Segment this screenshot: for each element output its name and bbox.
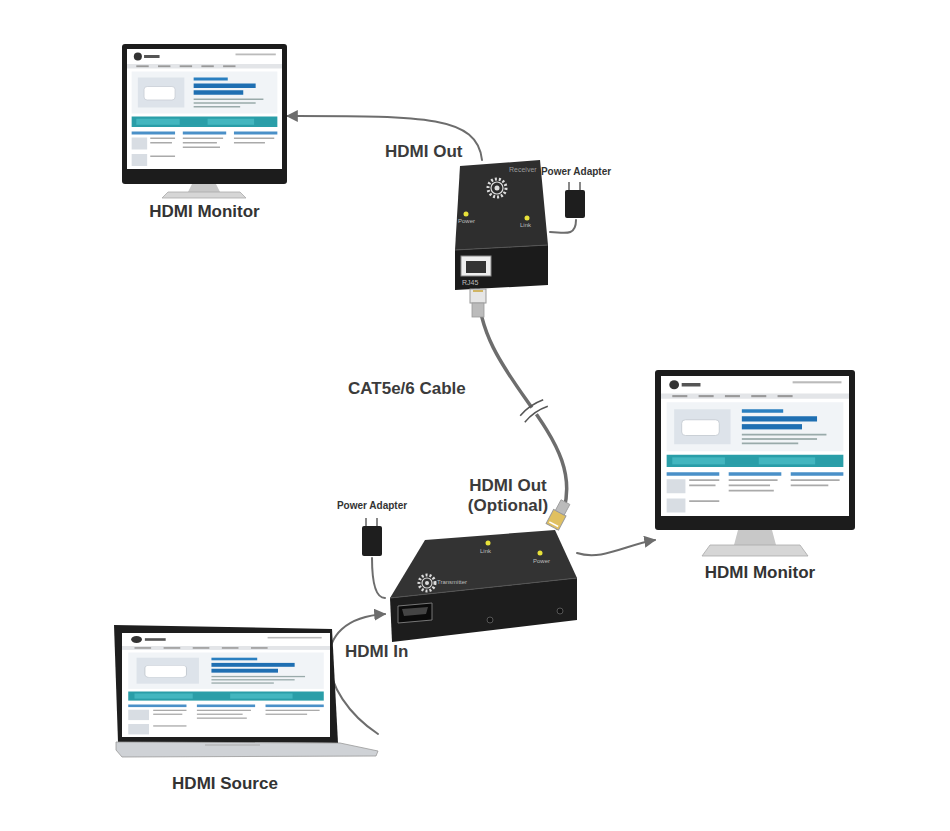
laptop-illustration [205, 745, 260, 746]
power-adapter-illustration [565, 190, 585, 218]
monitor-illustration [188, 184, 220, 192]
receiver-illustration [455, 160, 548, 290]
power-adapter-illustration [362, 526, 382, 556]
transmitter-illustration [419, 575, 435, 591]
device-marking: Power [458, 218, 488, 225]
device-caption: HDMI Source [125, 774, 325, 794]
rj45-plug [546, 499, 572, 530]
monitor-illustration [655, 370, 855, 530]
power-adapter-node: Power Adapter [563, 182, 589, 220]
power-adapter-illustration [565, 182, 585, 218]
laptop-illustration [116, 742, 378, 757]
receiver-illustration [455, 160, 548, 250]
power-adapter-illustration [376, 518, 378, 526]
receiver-illustration [488, 179, 506, 197]
device-marking: Power [533, 558, 561, 565]
transmitter-illustration [422, 578, 432, 588]
device-caption: Power Adapter [531, 166, 621, 178]
power-adapter-node: Power Adapter [360, 518, 384, 558]
cable-break-mark [520, 400, 548, 423]
cable-break-mark [520, 400, 543, 416]
laptop-illustration [122, 633, 330, 737]
monitor-node: HDMI Monitor [655, 370, 855, 558]
receiver-illustration [455, 245, 548, 290]
power-adapter-illustration [579, 182, 581, 190]
cable-break-mark [525, 406, 548, 422]
cable-break-mark [520, 400, 548, 423]
transmitter-illustration [425, 581, 429, 585]
power-cord [550, 220, 576, 233]
device-marking: Link [480, 548, 504, 555]
transmitter-illustration [402, 607, 428, 616]
transmitter-illustration [398, 603, 432, 623]
device-caption: Power Adapter [327, 500, 417, 512]
edge-label: HDMI In [345, 642, 425, 662]
hdmi-cable [577, 540, 655, 555]
rj45-plug [470, 289, 486, 317]
rj45-plug [473, 290, 483, 292]
monitor-illustration [122, 44, 287, 198]
transmitter-illustration [538, 551, 543, 556]
transmitter-node: LinkPowerTransmitter [385, 528, 577, 643]
transmitter-illustration [390, 578, 577, 598]
transmitter-illustration [390, 578, 577, 642]
monitor-illustration [122, 44, 287, 184]
device-caption: HDMI Monitor [655, 563, 865, 583]
device-marking: Transmitter [437, 579, 487, 586]
monitor-illustration [734, 530, 776, 545]
device-marking: RJ45 [462, 279, 492, 287]
rj45-plug [472, 303, 484, 317]
laptop-node: HDMI Source [112, 624, 378, 758]
receiver-illustration [495, 186, 500, 191]
receiver-illustration [466, 261, 486, 273]
transmitter-illustration [390, 530, 577, 598]
rj45-plug [549, 522, 558, 527]
rj45-plug [546, 509, 566, 530]
transmitter-illustration [486, 541, 491, 546]
power-cord [372, 558, 385, 598]
receiver-illustration [464, 212, 469, 217]
laptop-illustration [114, 625, 338, 743]
power-adapter-illustration [365, 518, 367, 526]
monitor-illustration [655, 370, 855, 556]
receiver-node: ReceiverPowerLinkRJ45 [452, 160, 550, 287]
monitor-illustration [127, 49, 282, 169]
monitor-illustration [702, 545, 808, 556]
transmitter-illustration [390, 530, 577, 642]
edge-label: HDMI Out [385, 142, 485, 162]
monitor-illustration [661, 376, 849, 516]
monitor-illustration [162, 192, 246, 198]
device-marking: Link [520, 222, 544, 229]
receiver-illustration [461, 256, 491, 276]
laptop-illustration [114, 625, 378, 757]
rj45-plug [470, 289, 486, 303]
power-adapter-illustration [362, 518, 382, 556]
power-adapter-illustration [568, 182, 570, 190]
rj45-plug [555, 500, 569, 515]
monitor-node: HDMI Monitor [122, 44, 287, 196]
transmitter-illustration [487, 617, 493, 623]
device-caption: HDMI Monitor [102, 202, 307, 222]
receiver-illustration [491, 182, 503, 194]
edge-label: CAT5e/6 Cable [348, 379, 498, 399]
transmitter-illustration [557, 608, 563, 614]
edge-label: HDMI Out (Optional) [455, 476, 561, 515]
receiver-illustration [455, 245, 548, 250]
receiver-illustration [525, 216, 530, 221]
hdmi-cable [329, 614, 385, 734]
